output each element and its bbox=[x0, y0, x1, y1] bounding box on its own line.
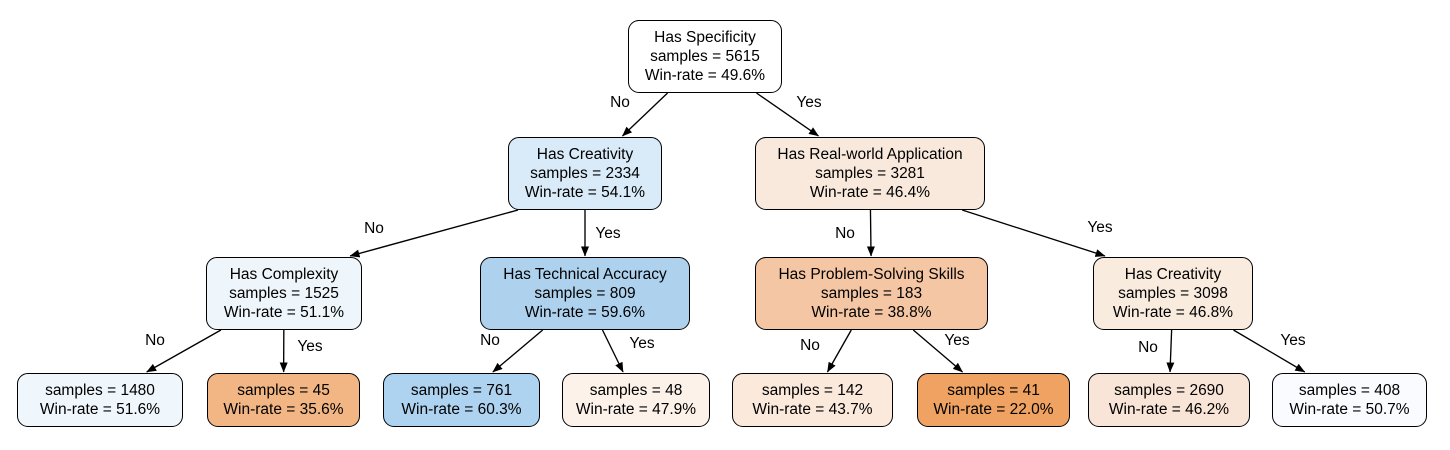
tree-edge-has-real-world-application-has-problem-solving-skills bbox=[866, 209, 875, 257]
node-line: Has Problem-Solving Skills bbox=[778, 266, 965, 283]
node-line: Has Real-world Application bbox=[777, 146, 963, 163]
node-line: Win-rate = 54.1% bbox=[524, 184, 646, 201]
node-line: Has Creativity bbox=[1124, 266, 1222, 283]
node-line: samples = 142 bbox=[761, 382, 864, 399]
node-line: Win-rate = 46.8% bbox=[1112, 304, 1234, 321]
tree-edge-has-specificity-has-real-world-application bbox=[756, 92, 819, 137]
node-line: Has Technical Accuracy bbox=[503, 266, 667, 283]
tree-edge-has-creativity-left-has-complexity bbox=[349, 209, 519, 258]
edge-label-yes-5: Yes bbox=[1087, 219, 1113, 236]
tree-edge-has-problem-solving-skills-leaf-41 bbox=[912, 329, 964, 373]
tree-node-leaf-41: samples = 41 Win-rate = 22.0% bbox=[917, 373, 1070, 427]
node-line: samples = 48 bbox=[589, 382, 683, 399]
node-line: samples = 183 bbox=[820, 285, 923, 302]
node-line: samples = 809 bbox=[534, 285, 636, 302]
node-line: samples = 2334 bbox=[530, 165, 640, 182]
node-line: samples = 2690 bbox=[1114, 382, 1224, 399]
tree-node-leaf-48: samples = 48 Win-rate = 47.9% bbox=[562, 373, 710, 427]
node-line: Win-rate = 46.4% bbox=[809, 184, 931, 201]
edge-label-yes-3: Yes bbox=[595, 225, 621, 242]
node-line: Win-rate = 43.7% bbox=[752, 401, 873, 418]
node-line: Win-rate = 60.3% bbox=[401, 401, 522, 418]
node-line: samples = 1480 bbox=[45, 382, 155, 399]
edge-label-no-10: No bbox=[800, 337, 820, 354]
tree-edge-has-technical-accuracy-leaf-48 bbox=[601, 329, 624, 373]
node-line: samples = 408 bbox=[1298, 382, 1401, 399]
node-line: Win-rate = 38.8% bbox=[811, 304, 932, 321]
tree-edge-has-real-world-application-has-creativity-right bbox=[961, 209, 1106, 257]
tree-edge-has-specificity-has-creativity-left bbox=[621, 92, 669, 137]
node-line: Has Creativity bbox=[536, 146, 634, 163]
edge-label-no-2: No bbox=[364, 220, 384, 237]
node-line: Win-rate = 51.1% bbox=[223, 304, 345, 321]
edge-label-yes-1: Yes bbox=[796, 94, 822, 111]
edge-label-yes-13: Yes bbox=[1280, 332, 1306, 349]
node-line: Win-rate = 22.0% bbox=[933, 401, 1054, 418]
tree-edge-has-creativity-right-leaf-408 bbox=[1233, 329, 1306, 373]
node-line: Win-rate = 51.6% bbox=[39, 401, 161, 418]
node-line: Win-rate = 59.6% bbox=[524, 304, 646, 321]
node-line: samples = 3098 bbox=[1118, 285, 1228, 302]
node-line: samples = 5615 bbox=[650, 48, 760, 65]
edge-label-no-12: No bbox=[1138, 339, 1158, 356]
node-line: Win-rate = 49.6% bbox=[644, 67, 766, 84]
tree-edge-has-problem-solving-skills-leaf-142 bbox=[826, 329, 852, 373]
tree-node-has-real-world-application: Has Real-world Application samples = 3281… bbox=[755, 137, 985, 210]
edge-label-yes-7: Yes bbox=[297, 338, 323, 355]
node-line: Win-rate = 50.7% bbox=[1289, 401, 1410, 418]
edge-label-no-6: No bbox=[145, 332, 165, 349]
tree-edge-has-technical-accuracy-leaf-761 bbox=[492, 329, 544, 373]
edge-label-yes-9: Yes bbox=[629, 335, 655, 352]
node-line: samples = 761 bbox=[410, 382, 513, 399]
node-line: Has Complexity bbox=[229, 266, 339, 283]
tree-node-leaf-45: samples = 45 Win-rate = 35.6% bbox=[207, 373, 360, 427]
node-line: Win-rate = 35.6% bbox=[223, 401, 344, 418]
node-line: samples = 3281 bbox=[815, 165, 925, 182]
edge-label-yes-11: Yes bbox=[944, 332, 970, 349]
node-line: samples = 1525 bbox=[229, 285, 339, 302]
tree-edge-has-creativity-right-leaf-2690 bbox=[1166, 329, 1175, 373]
node-line: Win-rate = 47.9% bbox=[575, 401, 697, 418]
tree-edge-has-complexity-leaf-1480 bbox=[146, 329, 222, 373]
node-line: Win-rate = 46.2% bbox=[1108, 401, 1230, 418]
node-line: samples = 41 bbox=[947, 382, 1040, 399]
node-line: Has Specificity bbox=[654, 29, 756, 46]
edge-label-no-8: No bbox=[480, 332, 500, 349]
node-line: samples = 45 bbox=[237, 382, 330, 399]
edge-label-no-4: No bbox=[835, 225, 855, 242]
edge-label-no-0: No bbox=[610, 94, 630, 111]
